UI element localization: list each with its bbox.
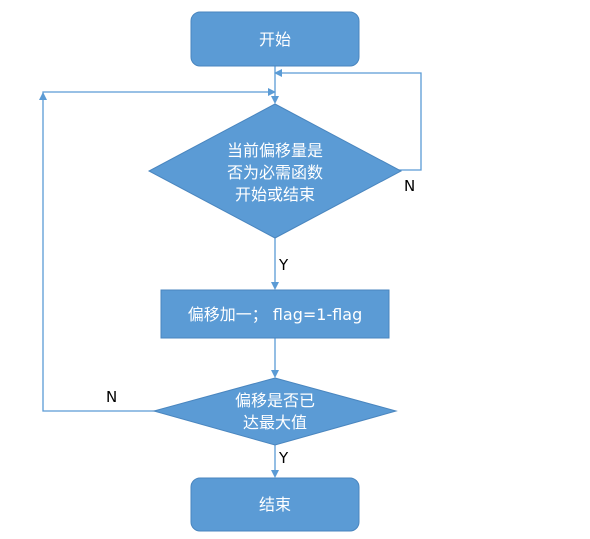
arrowhead-start-to-decision-offset — [271, 96, 279, 104]
decision-offset-node — [147, 103, 403, 239]
process-increment-node — [160, 289, 390, 339]
arrowhead-decision-max-no-left — [39, 92, 47, 100]
arrowhead-decision-offset-yes — [271, 282, 279, 290]
arrowhead-decision-max-yes — [271, 470, 279, 478]
edge-decision-offset-no — [280, 72, 422, 171]
end-node-label: 结束 — [259, 495, 291, 514]
decision-offset-yes-label: Y — [278, 256, 289, 274]
arrowhead-decision-offset-no — [274, 69, 282, 77]
process-increment-label: 偏移加一； flag=1-flag — [188, 305, 363, 324]
decision-max-label-line-1: 偏移是否已 — [235, 391, 315, 410]
decision-max-no-label: N — [106, 388, 117, 406]
decision-offset-no-label: N — [404, 177, 415, 195]
edge-decision-max-no — [42, 91, 270, 412]
arrowhead-process-to-decision-max — [271, 370, 279, 378]
decision-offset-label-line-1: 当前偏移量是 — [227, 141, 323, 160]
start-node-label: 开始 — [259, 30, 291, 49]
decision-offset-label-line-2: 否为必需函数 — [227, 163, 323, 182]
decision-max-node — [152, 377, 398, 446]
decision-max-yes-label: Y — [278, 449, 289, 467]
end-node — [190, 477, 360, 532]
decision-max-label-line-2: 达最大值 — [243, 413, 307, 432]
start-node — [190, 11, 360, 67]
arrowhead-decision-max-no-top — [268, 88, 276, 96]
decision-offset-label-line-3: 开始或结束 — [235, 185, 315, 204]
